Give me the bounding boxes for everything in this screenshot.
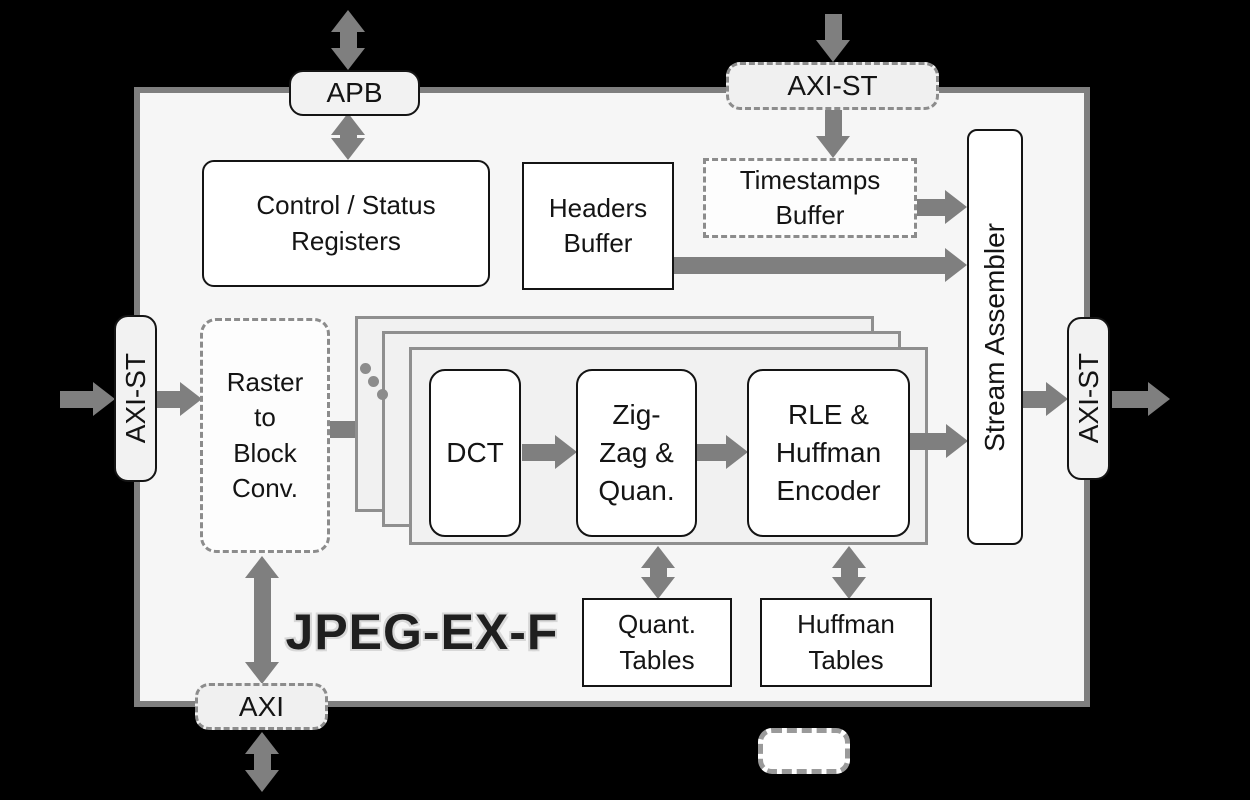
rle-huffman-encoder-label: RLE & Huffman Encoder [775,399,882,506]
arrow-axi-st-to-timestamps [816,110,850,158]
ellipsis-dot-1 [360,363,371,374]
timestamps-buffer-label: Timestamps Buffer [739,164,881,230]
quant-tables-label: Quant. Tables [617,609,697,675]
dct-label: DCT [446,437,504,469]
arrow-huffman-tables-to-pipeline [832,546,866,599]
arrow-zigzag-to-rle [697,435,748,469]
rle-huffman-encoder-block: RLE & Huffman Encoder [747,369,910,537]
axi-st-left-port: AXI-ST [114,315,157,482]
axi-bottom-port: AXI [195,683,328,730]
arrow-quant-tables-to-pipeline [641,546,675,599]
headers-buffer-block: Headers Buffer [522,162,674,290]
arrow-timestamps-to-assembler [917,190,967,224]
stream-assembler-block: Stream Assembler [967,129,1023,545]
ellipsis-dot-2 [368,376,379,387]
raster-to-block-conv-label: Raster to Block Conv. [226,367,304,503]
axi-st-right-port-label: AXI-ST [1072,353,1104,444]
arrow-raster-to-axi-bottom [245,556,279,684]
arrow-axi-bottom-external [245,732,279,792]
huffman-tables-block: Huffman Tables [760,598,932,687]
ellipsis-dot-3 [377,389,388,400]
quant-tables-block: Quant. Tables [582,598,732,687]
raster-to-block-conv-block: Raster to Block Conv. [200,318,330,553]
zigzag-quan-label: Zig- Zag & Quan. [598,399,675,506]
axi-bottom-port-label: AXI [238,690,285,722]
arrow-apb-to-registers [331,113,365,160]
arrow-axi-st-top-in [816,14,850,62]
apb-port: APB [289,70,420,116]
arrow-headers-to-assembler [674,248,967,282]
arrow-external-to-axi-st-left [60,382,115,416]
axi-st-right-port: AXI-ST [1067,317,1110,480]
apb-port-label: APB [326,77,383,108]
axi-st-top-port-label: AXI-ST [787,70,878,101]
huffman-tables-label: Huffman Tables [797,609,895,675]
axi-st-top-port: AXI-ST [726,62,939,110]
chip-title: JPEG-EX-F [285,604,559,660]
arrow-dct-to-zigzag [522,435,577,469]
control-status-registers-label: Control / Status Registers [256,190,436,256]
arrow-assembler-to-axi-st-right [1023,382,1068,416]
arrow-axi-st-left-to-raster [157,382,202,416]
dct-block: DCT [429,369,521,537]
stream-assembler-label: Stream Assembler [979,222,1011,452]
control-status-registers-block: Control / Status Registers [202,160,490,287]
arrow-axi-st-right-out [1112,382,1170,416]
arrow-pipeline-to-assembler [910,424,968,458]
headers-buffer-label: Headers Buffer [548,192,648,258]
legend-optional-swatch [758,728,850,774]
zigzag-quan-block: Zig- Zag & Quan. [576,369,697,537]
timestamps-buffer-block: Timestamps Buffer [703,158,917,238]
arrow-apb-external [331,10,365,70]
axi-st-left-port-label: AXI-ST [119,353,151,444]
